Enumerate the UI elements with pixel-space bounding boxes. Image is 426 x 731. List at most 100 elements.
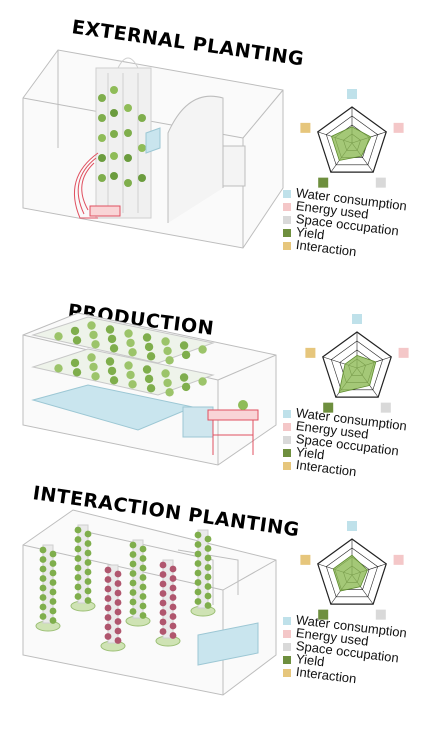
plant	[84, 597, 92, 604]
yield-swatch	[283, 449, 291, 457]
plant	[49, 598, 57, 605]
plant	[49, 617, 57, 624]
plant	[159, 590, 167, 597]
radar-grid-ring	[317, 538, 387, 605]
space-swatch	[283, 436, 291, 444]
plant	[39, 603, 47, 611]
plant	[142, 333, 152, 342]
plant	[139, 545, 147, 553]
plant	[204, 564, 212, 571]
plant	[104, 614, 112, 621]
plant	[114, 589, 122, 597]
plant	[126, 370, 135, 380]
plant	[84, 568, 92, 576]
plant	[114, 637, 122, 644]
legend-item: Yield	[283, 444, 423, 462]
radar-water-swatch	[352, 314, 362, 324]
energy-swatch	[283, 630, 291, 638]
radar-interaction-swatch	[300, 122, 311, 133]
plant	[109, 344, 119, 353]
plant	[74, 574, 82, 581]
interaction-planting-illustration	[22, 509, 277, 696]
radar-energy-swatch	[398, 347, 409, 358]
plant	[84, 587, 92, 595]
interaction-swatch	[283, 669, 291, 677]
plant	[129, 551, 137, 558]
radar-grid-ring	[325, 547, 379, 598]
plant	[49, 607, 57, 615]
irrigation-pipes	[73, 152, 121, 219]
plant	[204, 583, 212, 590]
radar-interaction-swatch	[305, 347, 316, 358]
irrigation-pipes	[207, 400, 259, 455]
plant	[84, 578, 92, 585]
plant	[139, 593, 147, 600]
radar-grid-ring	[325, 115, 379, 166]
plant	[114, 618, 122, 625]
plant	[72, 336, 82, 345]
plant	[139, 574, 147, 581]
plant	[39, 575, 47, 582]
plant	[194, 569, 202, 577]
shelf-plants	[54, 321, 207, 397]
legend-item: Space occupation	[283, 211, 423, 238]
plant	[169, 632, 177, 639]
plant	[204, 554, 212, 562]
legend-item: Interaction	[283, 457, 423, 479]
plant	[114, 580, 122, 587]
plant	[159, 618, 167, 626]
plant	[49, 550, 57, 558]
radar-interaction-swatch	[300, 554, 311, 565]
plant	[169, 622, 177, 630]
plant	[129, 579, 137, 587]
plant	[129, 589, 137, 596]
yield-swatch	[283, 656, 291, 664]
legend-item: Energy used	[283, 625, 423, 649]
legend-item: Interaction	[283, 237, 423, 259]
plant	[89, 330, 98, 340]
plant	[105, 325, 115, 334]
legend-label: Interaction	[295, 237, 358, 260]
plant	[139, 583, 147, 591]
plant	[87, 353, 96, 362]
plant	[107, 366, 117, 376]
plant	[204, 535, 212, 543]
space-swatch	[283, 216, 291, 224]
plant	[70, 326, 80, 336]
plant	[128, 348, 137, 357]
plant	[159, 561, 167, 569]
production-illustration	[22, 312, 277, 466]
plant	[109, 376, 119, 385]
plant	[159, 571, 167, 578]
plant	[91, 372, 100, 381]
radar-water-swatch	[347, 521, 357, 531]
plant	[181, 382, 191, 392]
plant	[84, 549, 92, 557]
plant	[194, 541, 202, 548]
radar-space-swatch	[375, 177, 386, 188]
water-swatch	[283, 190, 291, 198]
plant	[49, 560, 57, 567]
plant	[198, 345, 207, 354]
plant	[159, 580, 167, 588]
plant	[39, 565, 47, 573]
plant	[169, 584, 177, 592]
plant	[39, 556, 47, 563]
space-swatch	[283, 643, 291, 651]
plant	[74, 555, 82, 562]
plant	[204, 545, 212, 552]
plant	[169, 565, 177, 573]
plant	[194, 579, 202, 586]
plant	[74, 536, 82, 543]
plant	[198, 377, 207, 386]
legend-item: Yield	[283, 651, 423, 669]
legend-item: Interaction	[283, 664, 423, 686]
legend-label: Interaction	[295, 664, 358, 687]
plant	[129, 560, 137, 568]
radar-yield-swatch	[318, 609, 329, 620]
plant	[142, 365, 152, 374]
plant	[124, 329, 133, 338]
